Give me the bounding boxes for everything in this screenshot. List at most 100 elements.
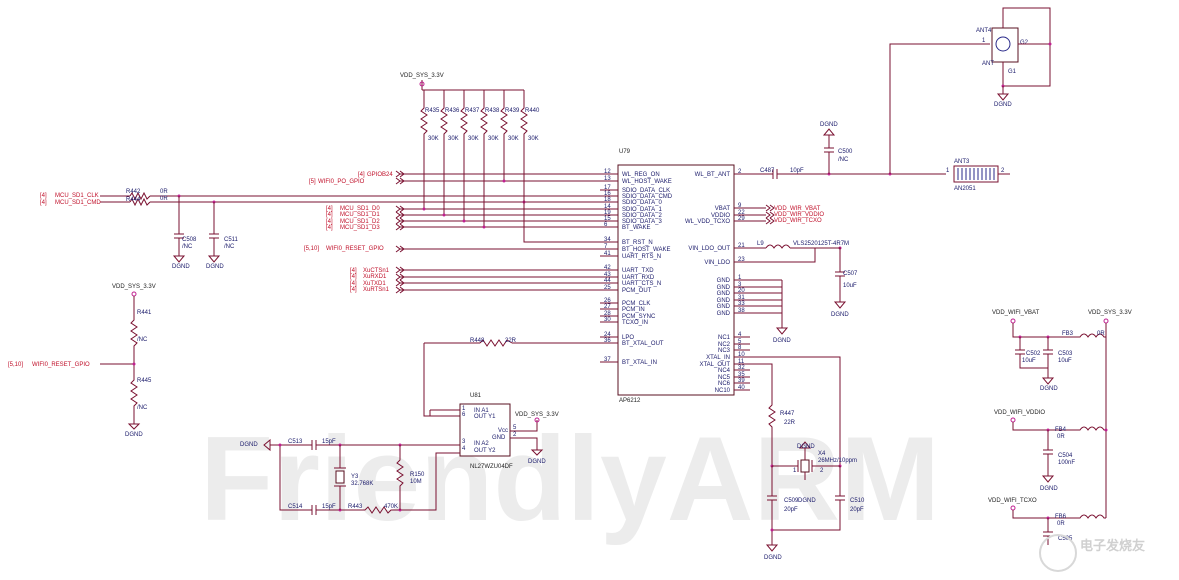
u79-left-pin-name: BT_XTAL_IN [622,360,657,366]
u79-right-pin-name: VBAT [715,206,731,212]
u79-right-pin-num: 40 [738,385,745,391]
dgnd-vddio: DGND [1040,486,1058,492]
u79-right-pin-num: 22 [738,210,745,216]
r437-junction [462,219,466,223]
c500-nc: /NC [838,157,849,163]
r447-ref: R447 [780,411,795,417]
u79-right-pin-name: XTAL_IN [706,355,730,361]
u79-left-pin-name: UART_CTS_N [622,281,661,287]
dgnd-c500: DGND [820,122,838,128]
ant3-pin2: 2 [1001,168,1005,174]
u79-right-pin-name: GND [717,285,731,291]
u81-pin4: 4 [462,446,466,452]
u79-left-pin-num: 6 [604,222,608,228]
u79-left-pin-num: 30 [604,317,611,323]
u79-left-pin-num: 18 [604,197,611,203]
x4-ref: X4 [818,451,826,457]
ant4-ant: ANT [982,61,994,67]
u79-right-pin-name: VIN_LDO [704,260,730,266]
dgnd-u81: DGND [528,459,546,465]
u79-left-pin-num: 7 [604,244,608,250]
u79-left-pin-name: SDIO_DATA_CLK [622,188,670,194]
r440-ref: R440 [525,108,540,114]
ref-510: [5,10] [304,246,319,252]
u79-left-pin-name: PCM_CLK [622,301,650,307]
u79-left-pin-num: 41 [604,251,611,257]
u79-left-pin-name: UART_RTS_N [622,254,661,260]
r443-val: 470K [384,504,398,510]
u79-left-pin-num: 12 [604,169,611,175]
u79-left-pin-num: 34 [604,237,611,243]
u79-left-pin-name: SDIO_DATA_0 [622,200,662,206]
ldo-inductor: L9 VLS2520125T-4R7M C507 10uF DGND [734,241,858,318]
u79-left-pin-name: UART_TXD [622,268,654,274]
u79-left-pin-num: 26 [604,298,611,304]
r436-resistor [440,90,448,215]
u81-ina2: IN A2 [474,441,489,447]
ref-4-cts: [4] [350,287,357,293]
u79-left-pin-num: 43 [604,272,611,278]
u79-right-pin-num: 21 [738,243,745,249]
r438-junction [482,225,486,229]
fb6-val: 0R [1057,521,1065,527]
r441-nc: /NC [137,337,148,343]
u81-outy2: OUT Y2 [474,448,496,454]
c511-ref: C511 [224,237,239,243]
r438-ref: R438 [485,108,500,114]
ant3-pin1: 1 [946,168,950,174]
u79-right-pin-name: GND [717,298,731,304]
u79-left-pin-name: SDIO_DATA_3 [622,219,662,225]
u79-left-pin-num: 36 [604,338,611,344]
r435-ref: R435 [425,108,440,114]
r448-val: 22R [505,338,517,344]
u79-left-pin-name: BT_XTAL_OUT [622,341,664,347]
u79-right-pin-name: GND [717,311,731,317]
net-xurtsn1: XuRTSn1 [363,287,390,293]
u79-right-pin-name: NC6 [718,381,731,387]
u79-right-pin-num: 20 [738,288,745,294]
vddio-filter: VDD_WIFI_VDDIO FB4 0R C504 100nF DGND [994,410,1108,492]
vbat-filter: VDD_WIFI_VBAT VDD_SYS_3.3V FB3 0R C502 1… [992,310,1132,518]
c513-val: 15pF [322,439,336,445]
ref-4-a: [4] [358,172,365,178]
fb4-val: 0R [1057,434,1065,440]
net-sd-cmd: [4] MCU_SD1_CMD R444 0R [40,196,600,207]
l9-ref: L9 [757,241,764,247]
c500-ref: C500 [838,149,853,155]
vdd-sys-label-left: VDD_SYS_3.3V [112,284,156,290]
r439-val: 30K [508,136,519,142]
net-wifi0-reset-gpio: WIFI0_RESET_GPIO [326,246,384,252]
net-lpo: R448 22R [423,338,600,417]
ref-4-rx: [4] [350,281,357,287]
u79-left-pin-name: WL_HOST_WAKE [622,179,672,185]
u79-left-pin-num: 17 [604,185,611,191]
ref-4-d3: [4] [326,225,333,231]
u79-left-pin-num: 37 [604,357,611,363]
net-wl-reg-on: [4] GPIOB24 [358,170,600,178]
crystal-y3: DGND C513 15pF C514 15pF Y3 32.768K R443… [240,438,460,515]
u81-chip: U81 NL27WZU04DF IN A1 OUT Y1 Vcc GND IN … [429,393,559,470]
y3-val: 32.768K [351,481,373,487]
u79-right-pin-num: 29 [738,216,745,222]
u79-right-pin-num: 11 [738,359,745,365]
u79-right-pin-num: 1 [738,275,742,281]
net-xuctsn1: XuCTSn1 [363,268,390,274]
ref-510-left: [5,10] [8,362,23,368]
dgnd-c511: DGND [206,264,224,270]
u79-right-pin-num: 38 [738,308,745,314]
c511: C511 /NC DGND [206,200,239,270]
u79-right-pin-name: VDDIO [711,213,730,219]
vdd-wifi-vbat-label: VDD_WIFI_VBAT [992,310,1040,316]
fb3-ref: FB3 [1062,331,1074,337]
net-vdd-wir-tcxo: VDD_WIR_TCXO [774,218,822,224]
y3-ref: Y3 [351,474,359,480]
u79-ref: U79 [619,149,631,155]
c510-val: 20pF [850,507,864,513]
u79-right-pin-name: NC3 [718,348,731,354]
c513-ref: C513 [288,439,303,445]
ant4-pin1: 1 [982,38,986,44]
y3-body [335,470,345,484]
c502-val: 10uF [1022,358,1036,364]
